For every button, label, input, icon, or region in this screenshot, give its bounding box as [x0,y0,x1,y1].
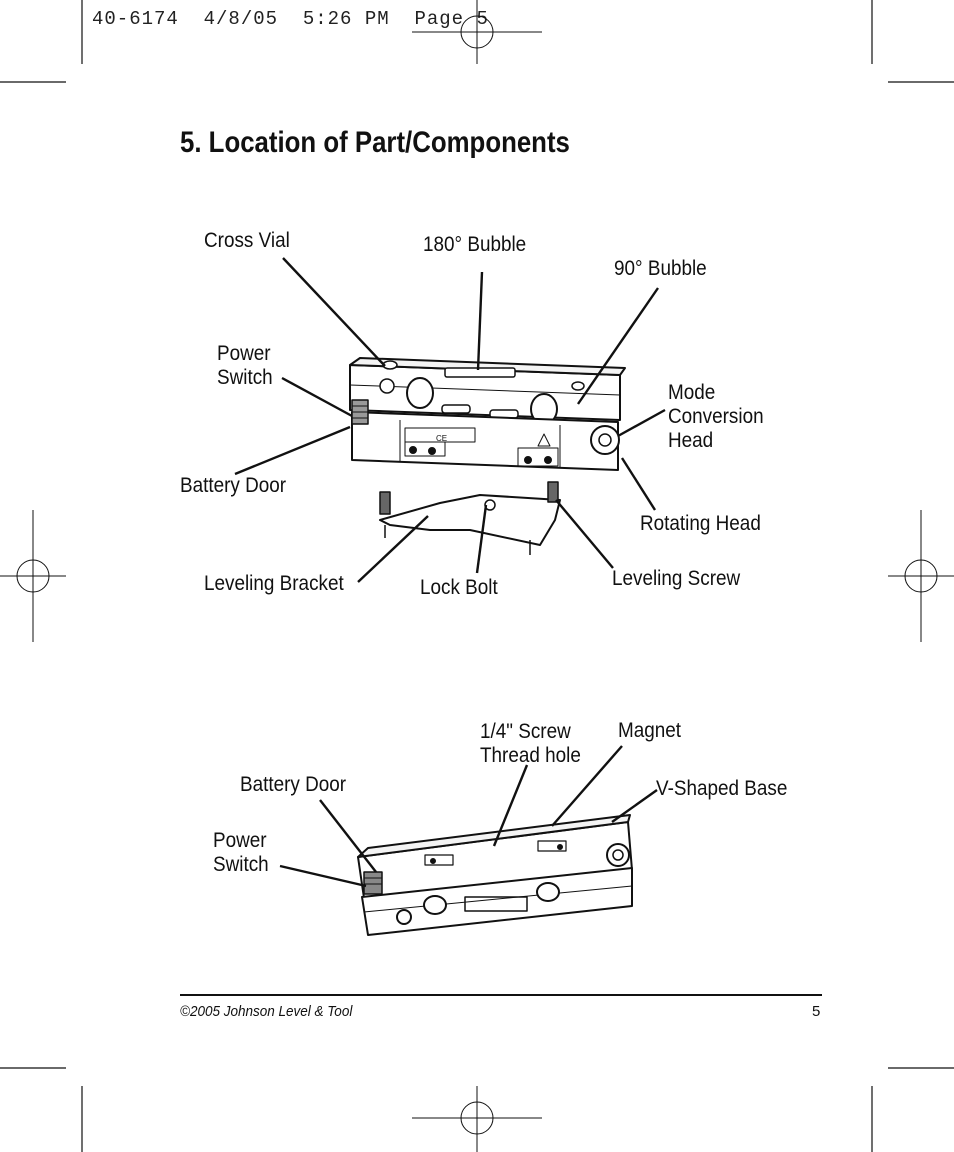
label-battery-door-bottom: Battery Door [240,773,347,796]
label-mode-conversion-head: Mode Conversion Head [668,381,764,452]
label-v-shaped-base: V-Shaped Base [656,777,788,800]
footer-copyright: ©2005 Johnson Level & Tool [180,1003,353,1020]
label-180-bubble: 180° Bubble [423,233,527,256]
laser-level-top-view [349,357,626,555]
label-leveling-screw: Leveling Screw [612,567,741,590]
label-90-bubble: 90° Bubble [614,257,707,280]
leader-lines-top [234,257,666,583]
label-battery-door-top: Battery Door [180,474,287,497]
label-power-switch-bottom: Power Switch [213,829,269,876]
label-screw-thread-hole: 1/4" Screw Thread hole [480,720,581,767]
device-marking-ce: CE [436,434,447,443]
label-cross-vial: Cross Vial [204,229,290,252]
label-magnet: Magnet [618,719,682,742]
label-lock-bolt: Lock Bolt [420,576,498,599]
printer-slug: 40-6174 4/8/05 5:26 PM Page 5 [92,8,489,30]
page-title: 5. Location of Part/Components [180,126,570,159]
label-rotating-head: Rotating Head [640,512,761,535]
label-leveling-bracket: Leveling Bracket [204,572,344,595]
laser-level-bottom-view [357,814,633,936]
label-power-switch-top: Power Switch [217,342,273,389]
footer-page-number: 5 [812,1003,821,1020]
registration-mark-left [0,510,66,642]
registration-mark-top [412,0,542,64]
registration-mark-bottom [412,1086,542,1152]
leader-lines-bottom [279,745,658,888]
registration-mark-right [888,510,954,642]
footer-rule [180,994,822,996]
